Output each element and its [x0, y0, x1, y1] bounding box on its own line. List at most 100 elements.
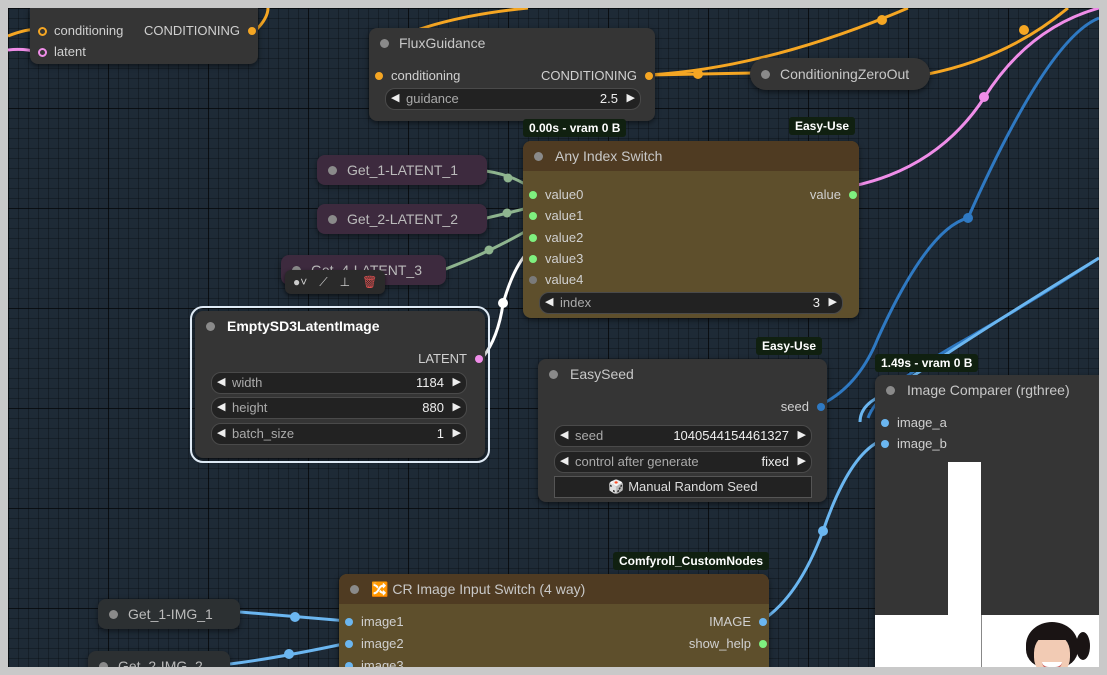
input-slot-image-a[interactable]: image_a — [881, 415, 947, 430]
node-title[interactable]: FluxGuidance — [369, 28, 655, 58]
conditioning-zero-out-node[interactable]: ConditioningZeroOut — [750, 58, 930, 90]
seed-widget[interactable]: ◀ seed 1040544154461327 ▶ — [554, 425, 812, 447]
flux-guidance-node[interactable]: FluxGuidance conditioning CONDITIONING ◀… — [369, 28, 655, 121]
input-slot-conditioning[interactable]: conditioning — [375, 68, 460, 83]
graph-canvas[interactable]: conditioning CONDITIONING latent FluxGui… — [8, 8, 1099, 667]
empty-sd3-latent-image-node[interactable]: EmptySD3LatentImage LATENT ◀ width 1184 … — [190, 306, 490, 463]
collapse-dot-icon[interactable] — [328, 215, 337, 224]
cr-image-input-switch-node[interactable]: 🔀 CR Image Input Switch (4 way) image1 i… — [339, 574, 769, 667]
input-slot-image1[interactable]: image1 — [345, 614, 404, 629]
guidance-widget[interactable]: ◀ guidance 2.5 ▶ — [385, 88, 641, 110]
input-slot-value1[interactable]: value1 — [529, 208, 583, 223]
slot-dot — [817, 403, 825, 411]
input-slot-value4[interactable]: value4 — [529, 272, 583, 287]
output-slot-conditioning[interactable]: CONDITIONING — [144, 23, 256, 38]
input-slot-image3[interactable]: image3 — [345, 658, 404, 667]
increment-arrow-icon[interactable]: ▶ — [452, 376, 461, 388]
collapse-dot-icon[interactable] — [534, 152, 543, 161]
decrement-arrow-icon[interactable]: ◀ — [391, 92, 400, 104]
slot-dot — [529, 212, 537, 220]
node-title[interactable]: 🔀 CR Image Input Switch (4 way) — [339, 574, 769, 604]
conditioning-node-partial[interactable]: conditioning CONDITIONING latent — [30, 8, 258, 64]
wire-reroute-dot — [502, 208, 512, 218]
decrement-arrow-icon[interactable]: ◀ — [217, 376, 226, 388]
wire-latent-switch-out — [852, 8, 1099, 188]
input-slot-value0[interactable]: value0 — [529, 187, 583, 202]
decrement-arrow-icon[interactable]: ◀ — [217, 427, 226, 439]
node-title[interactable]: ConditioningZeroOut — [750, 58, 930, 90]
collapse-dot-icon[interactable] — [99, 662, 108, 667]
slot-dot — [345, 640, 353, 648]
increment-arrow-icon[interactable]: ▶ — [828, 296, 837, 308]
slot-dot — [475, 355, 483, 363]
increment-arrow-icon[interactable]: ▶ — [626, 92, 635, 104]
collapse-dot-icon[interactable] — [886, 386, 895, 395]
bypass-icon[interactable]: ⟋ — [319, 274, 328, 289]
easy-seed-node[interactable]: EasySeed seed ◀ seed 1040544154461327 ▶ … — [538, 359, 827, 502]
slot-label: image1 — [361, 614, 404, 629]
image-divider-line — [981, 615, 982, 667]
collapse-dot-icon[interactable] — [328, 166, 337, 175]
node-title[interactable]: Image Comparer (rgthree) — [875, 375, 1099, 405]
comparison-image-preview[interactable] — [875, 462, 1099, 667]
slot-dot — [849, 191, 857, 199]
collapse-dot-icon[interactable] — [350, 585, 359, 594]
input-slot-image-b[interactable]: image_b — [881, 436, 947, 451]
input-slot-image2[interactable]: image2 — [345, 636, 404, 651]
wire-reroute-dot — [963, 213, 973, 223]
batch-size-widget[interactable]: ◀ batch_size 1 ▶ — [211, 423, 467, 445]
trash-icon[interactable]: 🗑 — [362, 275, 378, 289]
node-title-text: ConditioningZeroOut — [780, 66, 910, 82]
decrement-arrow-icon[interactable]: ◀ — [217, 401, 226, 413]
wire-reroute-dot — [498, 298, 508, 308]
input-slot-conditioning[interactable]: conditioning — [38, 23, 123, 38]
output-slot-seed[interactable]: seed — [781, 399, 825, 414]
input-slot-latent[interactable]: latent — [38, 44, 86, 59]
slot-label: latent — [54, 44, 86, 59]
output-slot-conditioning[interactable]: CONDITIONING — [541, 68, 653, 83]
output-slot-value[interactable]: value — [810, 187, 857, 202]
decrement-arrow-icon[interactable]: ◀ — [560, 455, 569, 467]
slot-label: conditioning — [391, 68, 461, 83]
control-after-generate-widget[interactable]: ◀ control after generate fixed ▶ — [554, 451, 812, 473]
collapse-dot-icon[interactable] — [761, 70, 770, 79]
decrement-arrow-icon[interactable]: ◀ — [545, 296, 554, 308]
any-index-switch-node[interactable]: Any Index Switch value0 value1 value2 va… — [523, 141, 859, 318]
input-slot-value3[interactable]: value3 — [529, 251, 583, 266]
get-img-2-node[interactable]: Get_2-IMG_2 — [88, 651, 230, 667]
get-latent-1-node[interactable]: Get_1-LATENT_1 — [317, 155, 487, 185]
connection-wires — [8, 8, 1099, 666]
slot-label: LATENT — [418, 351, 467, 366]
slot-label: image2 — [361, 636, 404, 651]
color-icon[interactable]: ●˅ — [293, 275, 308, 289]
index-widget[interactable]: ◀ index 3 ▶ — [539, 292, 843, 314]
manual-random-seed-button[interactable]: 🎲 Manual Random Seed — [554, 476, 812, 498]
node-title-text: CR Image Input Switch (4 way) — [392, 581, 586, 597]
slot-label: image_b — [897, 436, 947, 451]
collapse-dot-icon[interactable] — [109, 610, 118, 619]
collapse-dot-icon[interactable] — [549, 370, 558, 379]
widget-value: fixed — [761, 454, 789, 469]
increment-arrow-icon[interactable]: ▶ — [797, 429, 806, 441]
increment-arrow-icon[interactable]: ▶ — [797, 455, 806, 467]
output-slot-show-help[interactable]: show_help — [689, 636, 767, 651]
input-slot-value2[interactable]: value2 — [529, 230, 583, 245]
node-title[interactable]: EasySeed — [538, 359, 827, 389]
node-title[interactable]: Any Index Switch — [523, 141, 859, 171]
image-comparer-node[interactable]: Image Comparer (rgthree) image_a image_b — [875, 375, 1099, 667]
increment-arrow-icon[interactable]: ▶ — [452, 401, 461, 413]
get-latent-2-node[interactable]: Get_2-LATENT_2 — [317, 204, 487, 234]
wire-conditioning-zero-out — [927, 8, 1069, 76]
pin-icon[interactable]: ⊥ — [339, 275, 351, 289]
width-widget[interactable]: ◀ width 1184 ▶ — [211, 372, 467, 394]
height-widget[interactable]: ◀ height 880 ▶ — [211, 397, 467, 419]
decrement-arrow-icon[interactable]: ◀ — [560, 429, 569, 441]
get-img-1-node[interactable]: Get_1-IMG_1 — [98, 599, 240, 629]
portrait-photo — [1022, 622, 1092, 667]
output-slot-image[interactable]: IMAGE — [709, 614, 767, 629]
increment-arrow-icon[interactable]: ▶ — [452, 427, 461, 439]
output-slot-latent[interactable]: LATENT — [418, 351, 483, 366]
node-title[interactable]: EmptySD3LatentImage — [195, 311, 485, 341]
collapse-dot-icon[interactable] — [380, 39, 389, 48]
collapse-dot-icon[interactable] — [206, 322, 215, 331]
